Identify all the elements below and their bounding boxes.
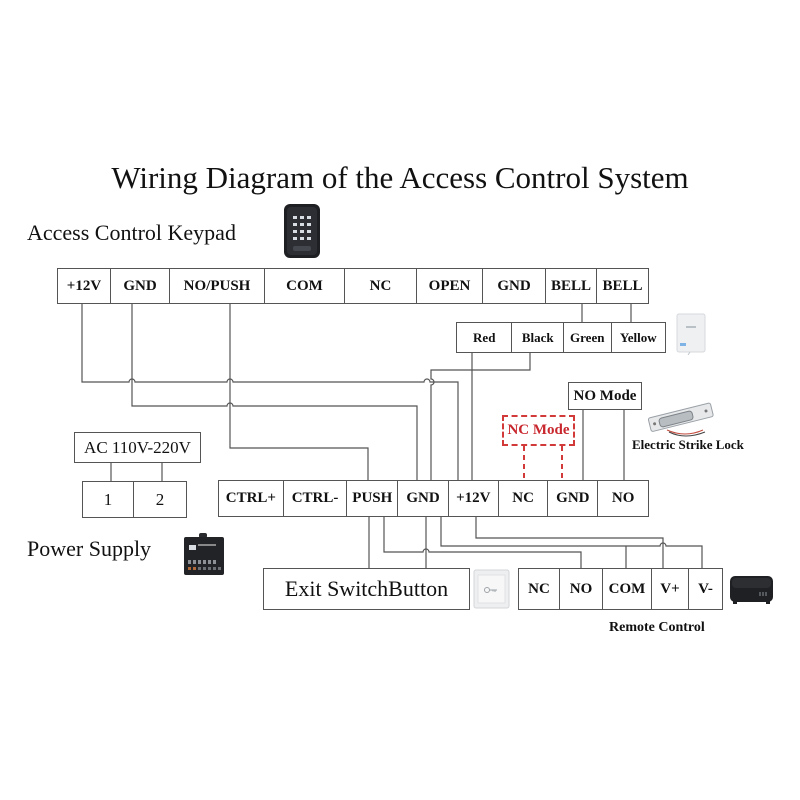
keypad-terminal-bell-1: BELL [546,269,597,303]
ps-terminal-12v: +12V [449,481,499,516]
remote-receiver-icon [729,573,774,604]
keypad-terminal-com: COM [265,269,345,303]
electric-strike-lock-label: Electric Strike Lock [632,437,744,452]
ps-terminal-ctrl-plus: CTRL+ [219,481,284,516]
doorbell-wire-block: Red Black Green Yellow [456,322,666,353]
doorbell-chime-icon [676,313,706,356]
ac-terminal-2: 2 [155,489,165,509]
power-supply-terminal-block: CTRL+ CTRL- PUSH GND +12V NC GND NO [218,480,649,517]
wire-keypad-push [229,304,369,480]
electric-strike-lock-icon [645,400,720,438]
wire-gnd-remote [440,517,703,568]
remote-terminal-com: COM [603,569,652,609]
ac-input-box: AC 110V-220V [74,432,201,463]
ps-terminal-push: PUSH [347,481,399,516]
power-supply-icon [183,533,225,577]
exit-button-icon [473,569,510,609]
remote-terminal-v-minus: V- [698,580,713,597]
doorbell-wire-red: Red [457,323,513,352]
no-mode-box: NO Mode [568,382,642,410]
ps-terminal-no: NO [611,490,635,506]
keypad-terminal-block: +12V GND NO/PUSH COM NC OPEN GND BELL BE… [57,268,649,304]
remote-terminal-block: NC NO COM V+ V- [518,568,723,610]
ps-terminal-ctrl-minus: CTRL- [284,481,348,516]
ps-terminal-gnd: GND [398,481,449,516]
diagram-title: Wiring Diagram of the Access Control Sys… [111,160,689,195]
remote-terminal-no: NO [560,569,603,609]
doorbell-wire-green: Green [564,323,612,352]
keypad-device-icon [283,203,321,259]
remote-terminal-nc: NC [519,569,560,609]
doorbell-wire-black: Black [512,323,564,352]
wire-push-remote-no [383,517,582,568]
ac-terminal-block: 1 2 [82,481,187,518]
keypad-terminal-gnd: GND [111,269,170,303]
keypad-terminal-no-push: NO/PUSH [170,269,265,303]
keypad-label: Access Control Keypad [27,220,236,245]
keypad-terminal-12v: +12V [58,269,111,303]
remote-control-label: Remote Control [609,620,705,635]
remote-terminal-v-plus: V+ [652,569,689,609]
keypad-terminal-bell-2: BELL [602,277,643,294]
keypad-terminal-gnd-2: GND [483,269,546,303]
ac-terminal-1: 1 [83,482,134,517]
ps-terminal-nc: NC [499,481,549,516]
keypad-terminal-open: OPEN [417,269,483,303]
doorbell-wire-yellow: Yellow [619,329,657,345]
wire-12v-remote [475,517,664,568]
nc-mode-box: NC Mode [502,415,575,446]
exit-switch-button-box: Exit SwitchButton [263,568,470,610]
power-supply-label: Power Supply [27,536,152,561]
ps-terminal-gnd-2: GND [548,481,599,516]
keypad-terminal-nc: NC [345,269,417,303]
